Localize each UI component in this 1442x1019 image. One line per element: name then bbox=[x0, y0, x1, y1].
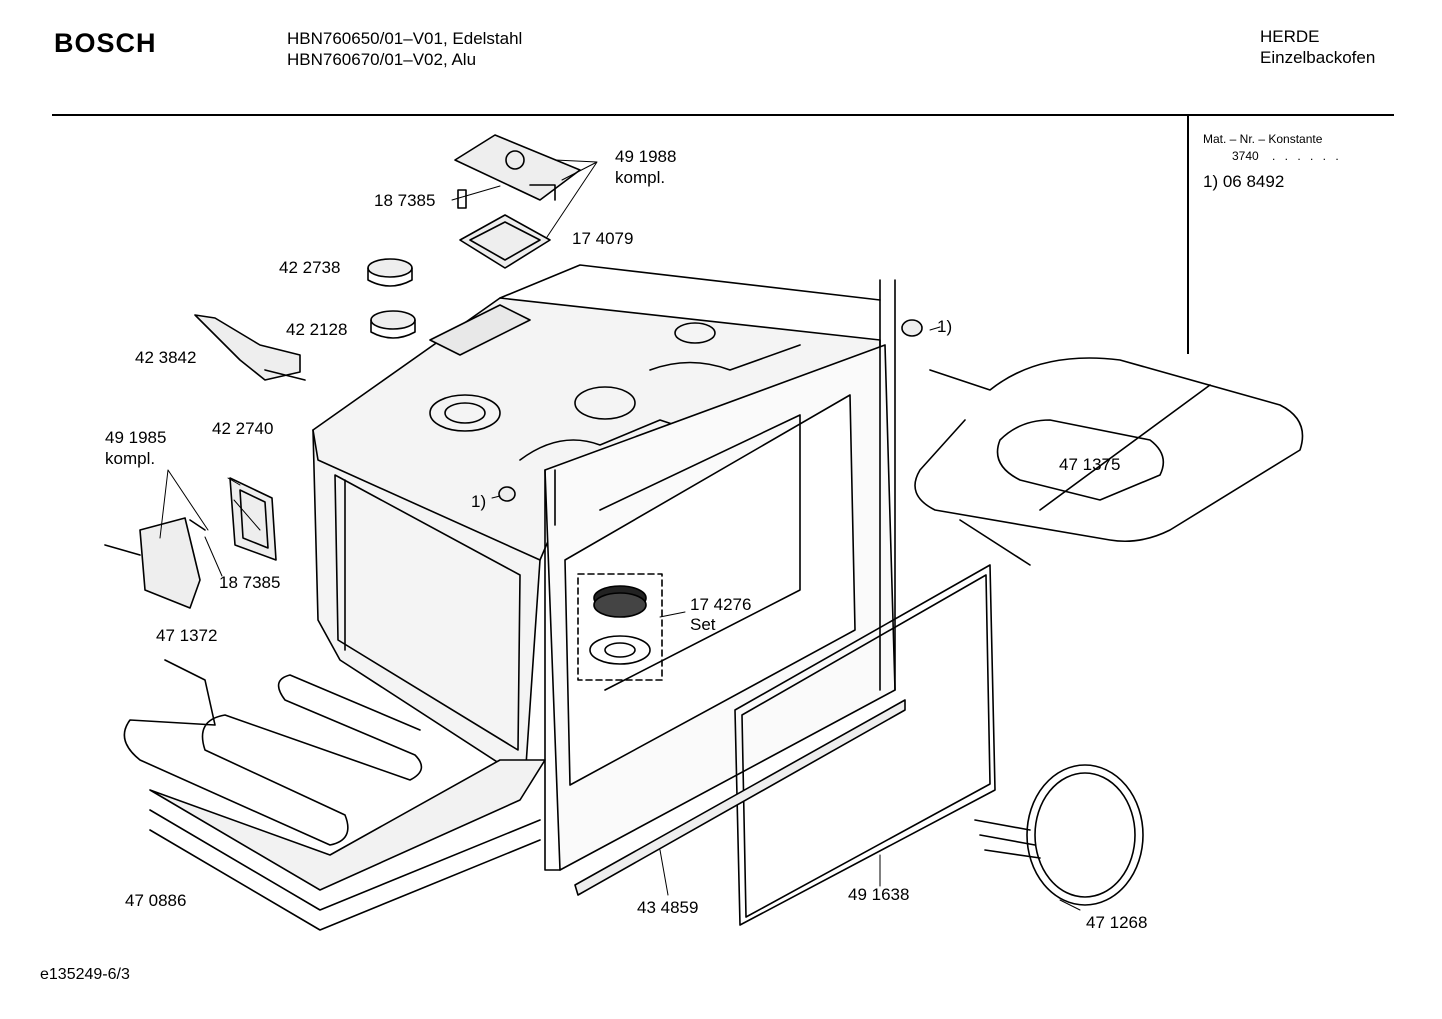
part-label-471375: 47 1375 bbox=[1059, 455, 1121, 474]
part-label-491985: 49 1985 bbox=[105, 428, 167, 447]
part-label-187385-left: 18 7385 bbox=[219, 573, 281, 592]
model-line-2: HBN760670/01–V02, Alu bbox=[287, 50, 477, 69]
part-label-491638: 49 1638 bbox=[848, 885, 910, 904]
drawing-code: e135249-6/3 bbox=[40, 966, 130, 983]
part-label-423842: 42 3842 bbox=[135, 348, 197, 367]
part-label-471268: 47 1268 bbox=[1086, 913, 1148, 932]
part-label-470886: 47 0886 bbox=[125, 891, 187, 910]
part-label-471372: 47 1372 bbox=[156, 626, 218, 645]
front-frame bbox=[544, 279, 896, 871]
part-label-422740: 42 2740 bbox=[212, 419, 274, 438]
door-switch bbox=[194, 314, 306, 381]
circular-element bbox=[974, 764, 1144, 906]
part-label-174079: 17 4079 bbox=[572, 229, 634, 248]
top-fan-assembly bbox=[454, 134, 581, 269]
footnote-marker-body: 1) bbox=[471, 492, 487, 511]
material-number-value: 3740 bbox=[1232, 149, 1259, 163]
lamp-parts bbox=[367, 258, 416, 339]
footnote-marker-top: 1) bbox=[937, 317, 953, 336]
material-number-label: Mat. – Nr. – Konstante bbox=[1203, 132, 1323, 146]
category-line-1: HERDE bbox=[1260, 27, 1320, 46]
grill-element bbox=[914, 357, 1304, 566]
part-label-422128: 42 2128 bbox=[286, 320, 348, 339]
door-rail bbox=[574, 699, 906, 896]
header-divider bbox=[52, 114, 1394, 116]
part-label-491988-sub: kompl. bbox=[615, 168, 666, 187]
bottom-plate bbox=[149, 759, 546, 931]
leader-lines bbox=[159, 159, 1081, 911]
part-label-434859: 43 4859 bbox=[637, 898, 699, 917]
part-label-422738: 42 2738 bbox=[279, 258, 341, 277]
part-label-174276: 17 4276 bbox=[690, 595, 752, 614]
part-label-491985-sub: kompl. bbox=[105, 449, 156, 468]
model-line-1: HBN760650/01–V01, Edelstahl bbox=[287, 29, 523, 48]
door-gasket bbox=[734, 564, 996, 926]
lower-heating-element bbox=[123, 659, 423, 846]
footnote-part-number: 1) 06 8492 bbox=[1203, 172, 1285, 191]
lamp-housing bbox=[104, 477, 277, 609]
fan-set bbox=[577, 573, 663, 681]
material-number-dots: . . . . . . bbox=[1272, 149, 1342, 163]
fittings bbox=[498, 319, 923, 502]
category-line-2: Einzelbackofen bbox=[1260, 48, 1376, 67]
brand-logo: BOSCH bbox=[54, 28, 157, 58]
part-label-187385-top: 18 7385 bbox=[374, 191, 436, 210]
legend-divider bbox=[1187, 116, 1189, 354]
part-label-174276-sub: Set bbox=[690, 615, 716, 634]
part-label-491988: 49 1988 bbox=[615, 147, 677, 166]
